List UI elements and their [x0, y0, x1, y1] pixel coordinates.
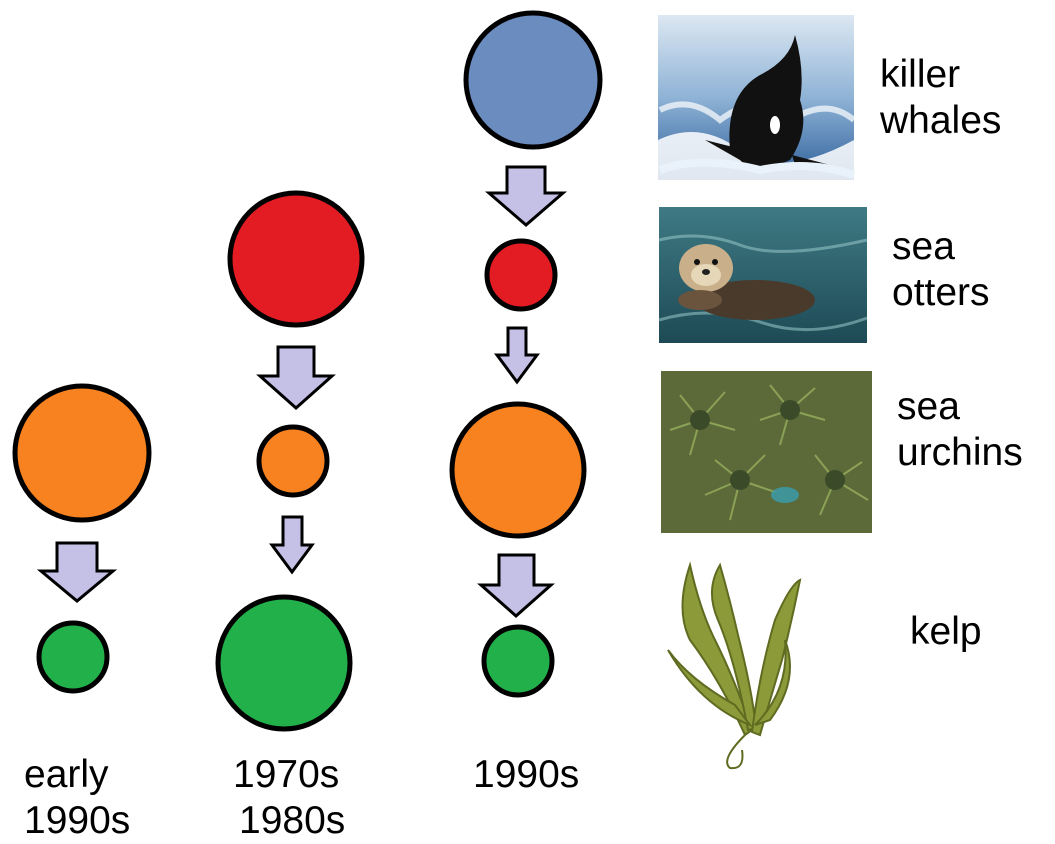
sea-urchin-circle	[15, 386, 149, 520]
species-label-line: urchins	[897, 430, 1023, 476]
down-arrow	[497, 328, 537, 382]
down-arrow	[481, 555, 551, 616]
period-label-1990s: 1990s	[473, 752, 579, 798]
species-label-sea-urchins: sea urchins	[897, 384, 1023, 476]
kelp-circle	[484, 627, 552, 695]
column-1990s	[452, 13, 600, 695]
sea-otter-photo	[659, 207, 867, 343]
kelp-circle	[218, 597, 350, 729]
species-label-line: kelp	[910, 609, 982, 655]
down-arrow	[260, 347, 332, 408]
sea-otter-circle	[487, 241, 555, 309]
species-label-killer-whales: killer whales	[880, 52, 1001, 144]
sea-urchin-circle	[259, 427, 327, 495]
column-1970s-1980s	[218, 193, 362, 729]
sea-urchin-circle	[452, 404, 584, 536]
species-label-sea-otters: sea otters	[892, 224, 990, 316]
down-arrow	[489, 167, 563, 225]
species-label-line: killer	[880, 52, 1001, 98]
sea-urchin-photo	[661, 371, 872, 533]
species-label-line: otters	[892, 270, 990, 316]
period-label-early-1990s: early 1990s	[24, 752, 130, 844]
down-arrow	[41, 543, 113, 601]
species-label-line: sea	[892, 224, 990, 270]
period-label-1970s-1980s: 1970s 1980s	[233, 752, 345, 844]
species-label-line: sea	[897, 384, 1023, 430]
sea-otter-circle	[230, 193, 362, 325]
period-label-line: 1970s	[233, 752, 345, 798]
period-label-line: 1990s	[24, 798, 130, 844]
period-label-line: 1990s	[473, 752, 579, 798]
period-label-line: early	[24, 752, 130, 798]
down-arrow	[272, 517, 312, 572]
killer-whale-photo	[658, 15, 854, 180]
period-label-line: 1980s	[233, 798, 345, 844]
species-label-line: whales	[880, 98, 1001, 144]
killer-whale-circle	[466, 13, 600, 147]
kelp-photo	[668, 565, 800, 768]
column-early-1990s	[15, 386, 149, 691]
species-label-kelp: kelp	[910, 609, 982, 655]
kelp-circle	[39, 623, 107, 691]
